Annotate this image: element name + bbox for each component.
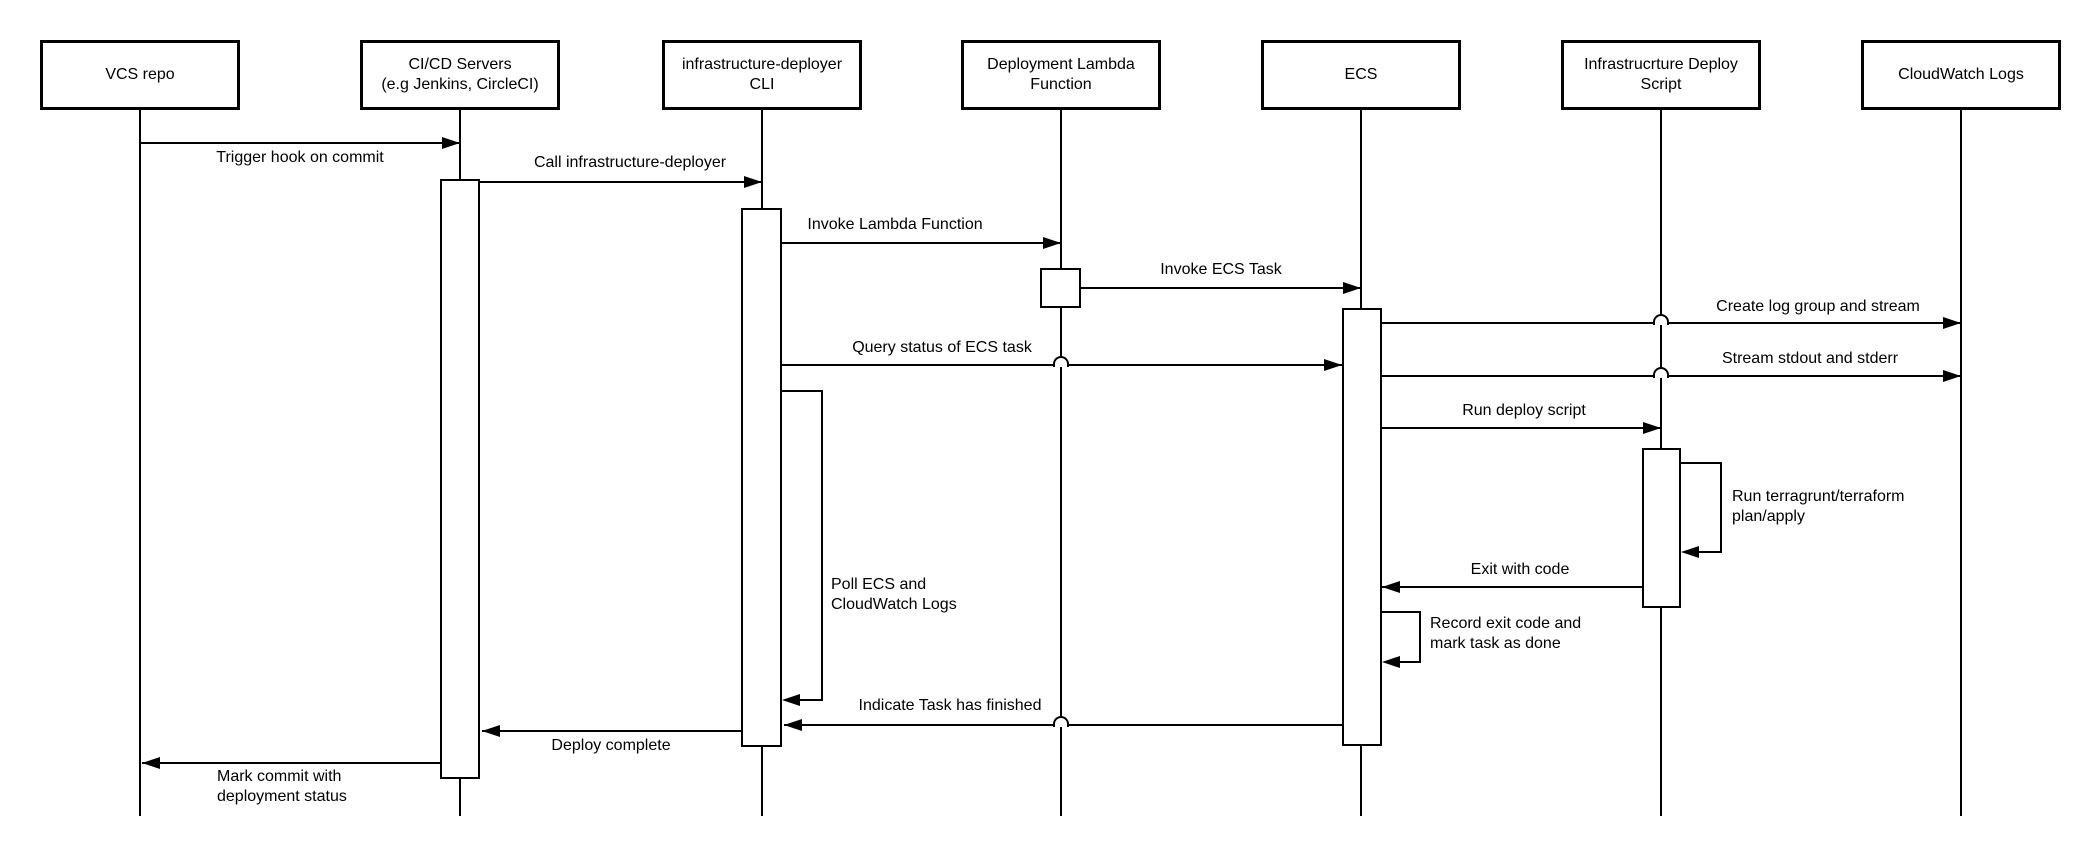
line-hop [1653, 314, 1669, 325]
arrowhead-stream-stdout-and-stderr [1943, 370, 1961, 382]
self-message-side-run-terragrunt-terraform-plan-apply [1720, 462, 1722, 553]
message-line-deploy-complete [482, 730, 741, 732]
message-label-call-infrastructure-deployer: Call infrastructure-deployer [533, 154, 727, 171]
arrowhead-call-infrastructure-deployer [744, 176, 762, 188]
message-line-invoke-ecs-task [1081, 287, 1361, 289]
arrowhead-indicate-task-has-finished [784, 719, 802, 731]
message-label-run-deploy-script: Run deploy script [1462, 402, 1586, 419]
arrowhead-deploy-complete [482, 725, 500, 737]
actor-box-cloudwatch-logs: CloudWatch Logs [1861, 40, 2061, 110]
message-line-mark-commit-with-deployment-status [142, 762, 440, 764]
actor-label: CloudWatch Logs [1898, 66, 2024, 83]
lifeline-cloudwatch-logs [1960, 110, 1962, 816]
actor-box-vcs-repo: VCS repo [40, 40, 240, 110]
activation-bar-infrastructure-deploy-script [1642, 448, 1681, 608]
self-message-side-record-exit-code-and-mark-task-as-done [1419, 611, 1421, 663]
line-hop [1653, 367, 1669, 378]
message-label-stream-stdout-and-stderr: Stream stdout and stderr [1721, 350, 1899, 367]
actor-label: Infrastrucrture Deploy Script [1584, 56, 1738, 93]
arrowhead-run-terragrunt-terraform-plan-apply [1681, 546, 1699, 558]
actor-box-ecs: ECS [1261, 40, 1461, 110]
self-message-label-poll-ecs-and-cloudwatch-logs: Poll ECS and CloudWatch Logs [831, 576, 957, 613]
line-hop [1053, 356, 1069, 367]
activation-bar-cicd-servers [440, 179, 480, 779]
arrowhead-trigger-hook-on-commit [442, 137, 460, 149]
arrowhead-invoke-lambda-function [1043, 237, 1061, 249]
self-message-label-record-exit-code-and-mark-task-as-done: Record exit code and mark task as done [1430, 615, 1582, 652]
activation-bar-ecs [1342, 308, 1382, 746]
self-message-return-poll-ecs-and-cloudwatch-logs [796, 699, 823, 701]
message-line-invoke-lambda-function [782, 242, 1061, 244]
arrowhead-exit-with-code [1382, 581, 1400, 593]
message-line-call-infrastructure-deployer [480, 181, 762, 183]
actor-box-infrastructure-deployer-cli: infrastructure-deployer CLI [662, 40, 862, 110]
self-message-out-run-terragrunt-terraform-plan-apply [1681, 462, 1722, 464]
arrowhead-record-exit-code-and-mark-task-as-done [1382, 656, 1400, 668]
activation-bar-infrastructure-deployer-cli [741, 208, 782, 747]
self-message-out-record-exit-code-and-mark-task-as-done [1382, 611, 1421, 613]
arrowhead-query-status-of-ecs-task [1324, 359, 1342, 371]
line-hop [1053, 716, 1069, 727]
lifeline-vcs-repo [139, 110, 141, 816]
self-message-return-run-terragrunt-terraform-plan-apply [1695, 551, 1722, 553]
message-line-run-deploy-script [1382, 427, 1661, 429]
message-line-create-log-group-and-stream [1382, 322, 1961, 324]
message-label-invoke-lambda-function: Invoke Lambda Function [807, 216, 983, 233]
actor-box-deployment-lambda-function: Deployment Lambda Function [961, 40, 1161, 110]
actor-label: VCS repo [105, 66, 175, 83]
actor-label: infrastructure-deployer CLI [681, 56, 843, 93]
actor-box-infrastructure-deploy-script: Infrastrucrture Deploy Script [1561, 40, 1761, 110]
self-message-return-record-exit-code-and-mark-task-as-done [1396, 661, 1421, 663]
actor-label: CI/CD Servers (e.g Jenkins, CircleCI) [381, 56, 539, 93]
message-line-trigger-hook-on-commit [140, 142, 460, 144]
arrowhead-create-log-group-and-stream [1943, 317, 1961, 329]
message-line-stream-stdout-and-stderr [1382, 375, 1961, 377]
message-label-deploy-complete: Deploy complete [551, 737, 671, 754]
message-label-trigger-hook-on-commit: Trigger hook on commit [216, 149, 384, 166]
lifeline-deployment-lambda-function [1060, 110, 1062, 816]
self-message-out-poll-ecs-and-cloudwatch-logs [782, 390, 823, 392]
message-label-create-log-group-and-stream: Create log group and stream [1716, 298, 1920, 315]
message-label-indicate-task-has-finished: Indicate Task has finished [858, 697, 1042, 714]
message-label-mark-commit-with-deployment-status: Mark commit with deployment status [217, 768, 347, 805]
self-message-side-poll-ecs-and-cloudwatch-logs [821, 390, 823, 701]
arrowhead-invoke-ecs-task [1343, 282, 1361, 294]
arrowhead-mark-commit-with-deployment-status [142, 757, 160, 769]
actor-box-cicd-servers: CI/CD Servers (e.g Jenkins, CircleCI) [360, 40, 560, 110]
arrowhead-run-deploy-script [1643, 422, 1661, 434]
message-label-exit-with-code: Exit with code [1470, 561, 1570, 578]
self-message-label-run-terragrunt-terraform-plan-apply: Run terragrunt/terraform plan/apply [1732, 488, 1905, 525]
actor-label: ECS [1344, 66, 1378, 83]
actor-label: Deployment Lambda Function [987, 56, 1135, 93]
message-line-exit-with-code [1382, 586, 1642, 588]
message-label-query-status-of-ecs-task: Query status of ECS task [852, 339, 1032, 356]
message-label-invoke-ecs-task: Invoke ECS Task [1160, 261, 1282, 278]
arrowhead-poll-ecs-and-cloudwatch-logs [782, 694, 800, 706]
activation-bar-deployment-lambda-function [1040, 268, 1081, 308]
